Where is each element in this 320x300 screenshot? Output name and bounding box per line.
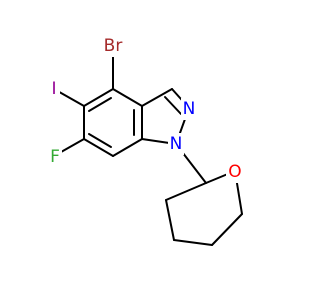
atom-n2: N [183, 99, 196, 119]
atom-f: F [50, 147, 60, 167]
bond-c4-c5 [83, 88, 114, 107]
bond-thp-c5-c4 [173, 239, 213, 246]
atom-o: O [228, 162, 241, 182]
molecule-structure: Br I F N N O [48, 35, 244, 246]
bond-c4-c5-inner [88, 97, 112, 112]
label-bg-n2 [181, 98, 197, 120]
label-bg-o [226, 161, 244, 183]
bond-thp-c4-c3 [165, 199, 175, 241]
bond-c6-c7 [83, 138, 114, 157]
bond-c3-n2-inner [164, 96, 182, 115]
bond-layer [53, 54, 243, 246]
atom-i: I [51, 79, 56, 99]
label-bg-i [48, 79, 60, 101]
label-bg-n1 [168, 133, 184, 155]
bond-c3a-c3 [141, 88, 173, 107]
atom-n1: N [170, 134, 183, 154]
atom-br: Br [104, 36, 123, 56]
atom-label-layer: Br I F N N O [48, 35, 244, 183]
label-bg-br [102, 35, 126, 57]
bond-c6-c7-inner [88, 133, 112, 148]
bond-thp-c6-c5 [211, 213, 243, 246]
bond-thp-c3-c2 [165, 182, 207, 201]
label-bg-f [48, 146, 62, 168]
bond-c7-c7a [112, 138, 143, 157]
bond-c3a-c4 [112, 88, 143, 107]
